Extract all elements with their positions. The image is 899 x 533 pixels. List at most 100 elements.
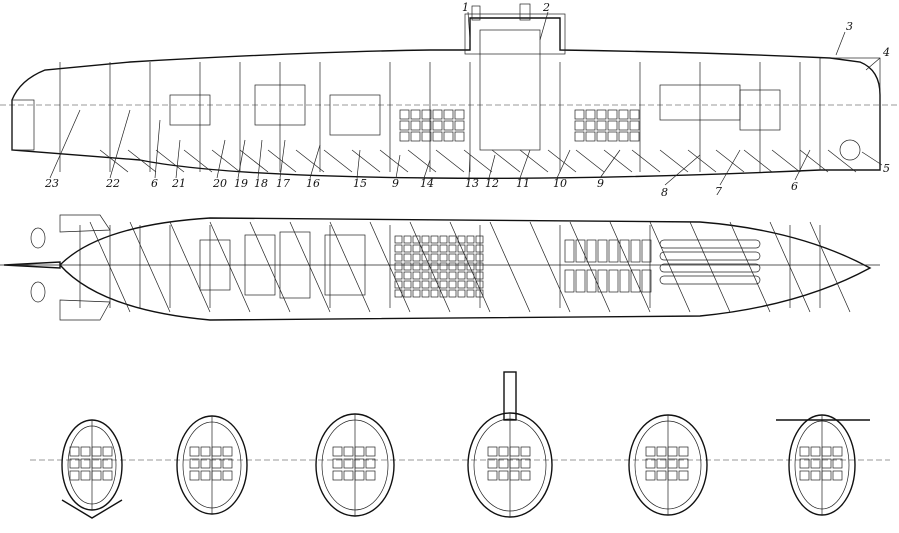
torpedo-tube xyxy=(659,239,761,249)
plan-truss xyxy=(449,221,491,313)
leader-line xyxy=(279,139,286,179)
leader-line xyxy=(468,154,471,179)
battery-cell xyxy=(585,109,596,120)
callout-1: 1 xyxy=(462,1,469,14)
plan-battery-cell xyxy=(430,235,439,244)
cross-section-equipment xyxy=(211,458,222,469)
propeller-upper-icon xyxy=(30,227,46,249)
battery-cell xyxy=(410,109,421,120)
plan-battery-cell xyxy=(597,239,608,263)
plan-battery-cell xyxy=(403,235,412,244)
plan-truss xyxy=(89,221,131,313)
plan-battery-cell xyxy=(430,271,439,280)
callout-9a: 9 xyxy=(597,177,604,190)
lower-stern-fin xyxy=(59,299,111,321)
plan-battery-cell xyxy=(448,235,457,244)
callout-21: 21 xyxy=(171,177,186,190)
battery-cell xyxy=(454,120,465,131)
battery-cell xyxy=(443,109,454,120)
periscope-2 xyxy=(519,3,531,21)
plan-battery-cell xyxy=(586,269,597,293)
battery-cell xyxy=(432,120,443,131)
plan-battery-cell xyxy=(394,235,403,244)
leader-line xyxy=(599,149,621,179)
cross-section-equipment xyxy=(69,470,80,481)
cross-section-equipment xyxy=(520,470,531,481)
keel-truss xyxy=(99,149,129,173)
plan-truss xyxy=(409,221,451,313)
leader-line xyxy=(835,31,846,56)
plan-machinery xyxy=(244,234,276,296)
keel-truss xyxy=(239,149,269,173)
plan-battery-cell xyxy=(448,244,457,253)
cross-section-equipment xyxy=(91,470,102,481)
leader-line xyxy=(109,109,131,179)
battery-cell xyxy=(618,109,629,120)
propeller-lower-icon xyxy=(30,281,46,303)
battery-cell xyxy=(399,131,410,142)
side-hull-outline xyxy=(11,17,881,180)
battery-cell xyxy=(607,109,618,120)
plan-battery-cell xyxy=(475,244,484,253)
plan-truss xyxy=(569,221,611,313)
plan-battery-cell xyxy=(608,269,619,293)
plan-battery-cell xyxy=(575,269,586,293)
cross-section-keel xyxy=(61,499,123,519)
cross-section-equipment xyxy=(354,458,365,469)
cross-section-equipment xyxy=(189,446,200,457)
cross-section-equipment xyxy=(656,446,667,457)
plan-battery-cell xyxy=(466,262,475,271)
plan-truss xyxy=(689,221,731,313)
leader-line xyxy=(216,139,226,179)
plan-battery-cell xyxy=(439,262,448,271)
cross-section-equipment xyxy=(487,458,498,469)
keel-truss xyxy=(435,149,465,173)
battery-cell xyxy=(399,109,410,120)
cross-section-equipment xyxy=(365,458,376,469)
cross-section-equipment xyxy=(799,458,810,469)
leader-line xyxy=(175,139,181,179)
plan-battery-cell xyxy=(630,269,641,293)
callout-20: 20 xyxy=(212,177,227,190)
cross-section-equipment xyxy=(343,470,354,481)
cross-section-equipment xyxy=(821,470,832,481)
cross-section-equipment xyxy=(645,458,656,469)
plan-truss xyxy=(769,221,811,313)
plan-view xyxy=(0,214,880,321)
keel-truss xyxy=(155,149,185,173)
cross-section-equipment xyxy=(69,458,80,469)
callout-11: 11 xyxy=(516,177,530,190)
plan-truss xyxy=(529,221,571,313)
cross-section-equipment xyxy=(343,446,354,457)
plan-battery-cell xyxy=(421,253,430,262)
battery-cell xyxy=(607,120,618,131)
keel-truss xyxy=(491,149,521,173)
callout-2: 2 xyxy=(542,1,550,14)
cross-section-equipment xyxy=(487,446,498,457)
leader-line xyxy=(719,149,741,186)
plan-battery-cell xyxy=(475,235,484,244)
plan-battery-cell xyxy=(412,289,421,298)
plan-battery-cell xyxy=(475,271,484,280)
cross-section-equipment xyxy=(821,446,832,457)
battery-cell xyxy=(454,109,465,120)
plan-battery-cell xyxy=(412,271,421,280)
cross-section-equipment xyxy=(200,458,211,469)
battery-cell xyxy=(596,131,607,142)
cross-section-equipment xyxy=(810,458,821,469)
battery-cell xyxy=(432,131,443,142)
plan-battery-cell xyxy=(394,253,403,262)
callout-8: 8 xyxy=(661,186,668,199)
cross-section-equipment xyxy=(678,470,689,481)
plan-internal-structure xyxy=(79,221,851,313)
cross-section-equipment xyxy=(810,470,821,481)
callout-23: 23 xyxy=(44,177,59,190)
plan-battery-cell xyxy=(457,262,466,271)
leader-line xyxy=(423,159,431,179)
cross-section-equipment xyxy=(498,470,509,481)
side-callouts: 1 2 3 4 5 6 7 8 9 10 11 12 13 14 9 15 16… xyxy=(44,1,890,199)
leader-line xyxy=(467,11,471,41)
plan-battery-cell xyxy=(403,262,412,271)
plan-battery-cell xyxy=(430,244,439,253)
